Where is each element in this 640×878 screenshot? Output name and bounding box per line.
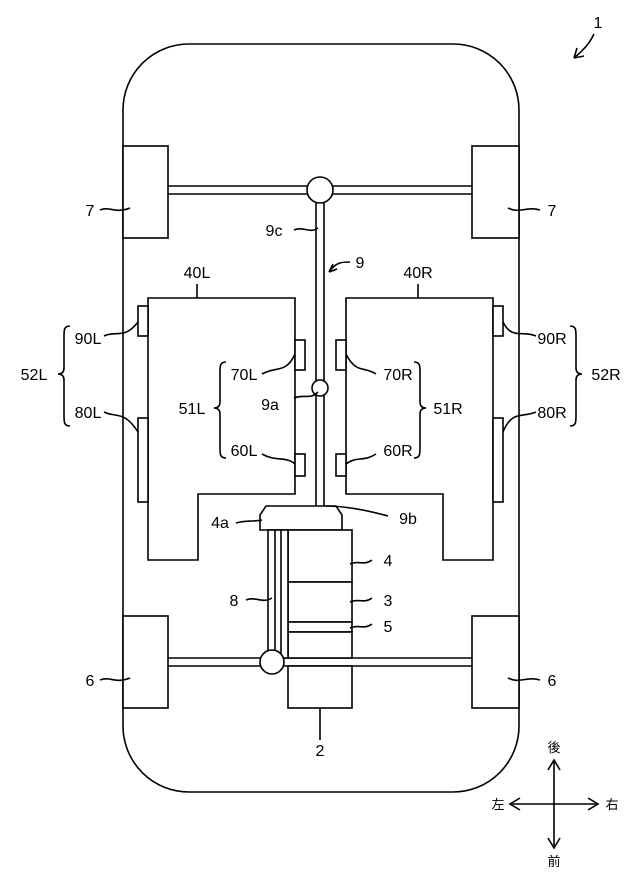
mount-60L [294,453,306,477]
label-front-wheel-right: 6 [548,673,557,690]
label-group-52R: 52R [591,367,620,384]
unit-2 [287,665,353,709]
label-drive-shaft-8: 8 [230,593,239,610]
label-mount-70R: 70R [383,367,412,384]
mount-80L [137,417,149,503]
rear-wheel-right [471,145,520,239]
label-shaft-9c: 9c [266,223,283,240]
vehicle-body [122,43,520,793]
battery-40L [147,297,296,561]
label-mount-80L: 80L [75,405,102,422]
label-battery-left: 40L [184,265,211,282]
mount-80R [492,417,504,503]
label-group-52L: 52L [21,367,48,384]
label-mount-90R: 90R [537,331,566,348]
label-mount-80R: 80R [537,405,566,422]
mount-90R [492,305,504,337]
compass-left-label: 左 [491,798,504,813]
front-wheel-left [122,615,169,709]
compass-right-label: 右 [605,798,618,813]
coupling-4a [259,505,343,531]
rear-differential [306,176,334,204]
brace-51R [413,361,427,459]
brace-52L [57,325,71,427]
front-differential [259,649,285,675]
mount-70L [294,339,306,371]
unit-lower [287,631,353,659]
compass-rear-label: 後 [547,741,560,756]
mount-70R [335,339,347,371]
compass-front-label: 前 [547,854,560,870]
label-group-51R: 51R [433,401,462,418]
shaft-joint-9a [311,379,329,397]
front-wheel-right [471,615,520,709]
label-figure-ref: 1 [594,15,603,32]
mount-90L [137,305,149,337]
unit-5 [287,621,353,633]
label-shaft-main: 9 [356,255,365,272]
leader-lines [99,33,595,740]
label-rear-wheel-left: 7 [86,203,95,220]
drive-shaft-8 [267,529,289,659]
label-shaft-9b: 9b [399,511,417,528]
label-battery-right: 40R [403,265,432,282]
unit-4 [287,529,353,583]
rear-wheel-left [122,145,169,239]
label-part-5: 5 [384,619,393,636]
label-shaft-9a: 9a [261,397,279,414]
label-group-51L: 51L [179,401,206,418]
brace-52R [569,325,583,427]
label-part-3: 3 [384,593,393,610]
label-mount-90L: 90L [75,331,102,348]
label-mount-70L: 70L [231,367,258,384]
label-part-4: 4 [384,553,393,570]
unit-3 [287,581,353,623]
label-rear-wheel-right: 7 [548,203,557,220]
direction-compass [508,758,600,850]
label-mount-60R: 60R [383,443,412,460]
label-part-2: 2 [316,743,325,760]
mount-60R [335,453,347,477]
label-front-wheel-left: 6 [86,673,95,690]
label-part-4a: 4a [211,515,229,532]
label-mount-60L: 60L [231,443,258,460]
brace-51L [213,361,227,459]
